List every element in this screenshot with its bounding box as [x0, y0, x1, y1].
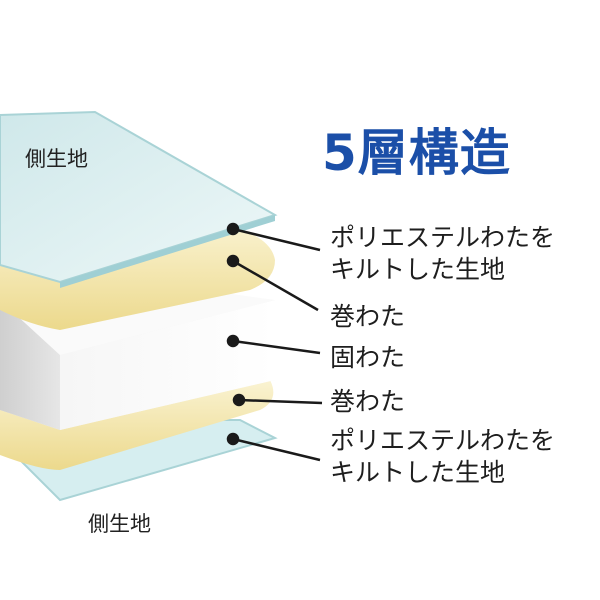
layer-label-1: ポリエステルわたを キルトした生地 [330, 223, 556, 284]
leader-core [226, 334, 321, 355]
diagram-title: 5層構造 [322, 124, 511, 182]
leader-top-wadding [226, 254, 319, 312]
side-fabric-label-bottom: 側生地 [88, 512, 151, 536]
layer-label-4: 巻わた [330, 387, 406, 416]
leader-bottom-fabric [226, 432, 321, 462]
leader-lines [226, 222, 323, 462]
leader-top-fabric [226, 222, 321, 252]
layer-label-3: 固わた [330, 343, 406, 372]
layer-label-5: ポリエステルわたを キルトした生地 [330, 426, 556, 487]
layer-label-2: 巻わた [330, 302, 406, 331]
side-fabric-label-top: 側生地 [25, 147, 88, 171]
leader-bottom-wadding [232, 393, 323, 407]
top-fabric-layer [0, 110, 278, 288]
